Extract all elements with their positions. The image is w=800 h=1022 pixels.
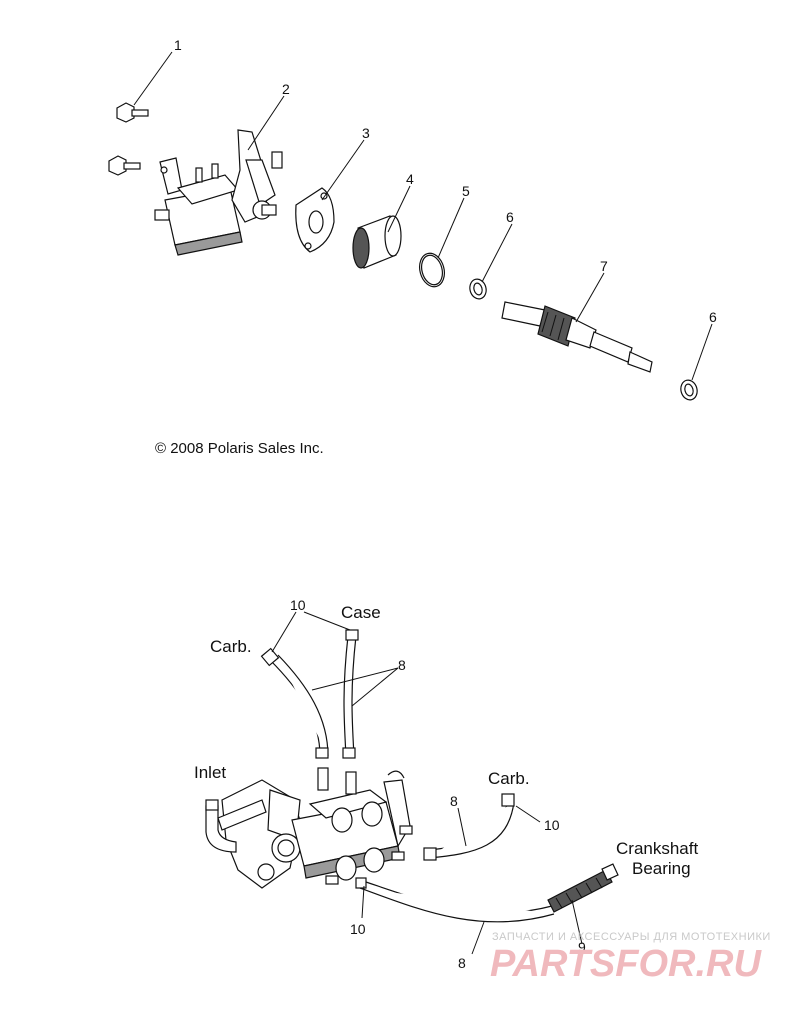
pump-body-bottom	[221, 767, 413, 889]
callout-1: 1	[174, 37, 182, 53]
label-carb-top: Carb.	[210, 637, 252, 656]
callout-10-right: 10	[544, 817, 560, 833]
callout-7: 7	[600, 258, 608, 274]
top-leader-lines	[133, 51, 713, 381]
washer-part-upper	[469, 278, 487, 300]
watermark-tagline: ЗАПЧАСТИ И АКСЕССУАРЫ ДЛЯ МОТОТЕХНИКИ	[492, 931, 771, 943]
filter-part	[352, 215, 402, 269]
label-case: Case	[341, 603, 381, 622]
o-ring-part	[419, 252, 445, 288]
upper-hoses	[260, 629, 359, 759]
watermark-logo: PARTSFOR.RU	[490, 943, 762, 985]
copyright-notice: © 2008 Polaris Sales Inc.	[155, 440, 324, 457]
oil-pump-part	[154, 129, 283, 256]
callout-10-bottom: 10	[350, 921, 366, 937]
callout-6b: 6	[709, 309, 717, 325]
crankshaft-hose	[355, 863, 619, 923]
callout-2: 2	[282, 81, 290, 97]
callout-5: 5	[462, 183, 470, 199]
callout-8-bottom: 8	[458, 955, 466, 971]
label-carb-right: Carb.	[488, 769, 530, 788]
label-bearing: Bearing	[632, 859, 691, 878]
inlet-fitting	[205, 799, 267, 853]
callout-10-top: 10	[290, 597, 306, 613]
callout-9: 9	[578, 939, 586, 955]
gasket-part	[295, 187, 335, 253]
callout-4: 4	[406, 171, 414, 187]
bolt-part	[108, 102, 149, 176]
drive-shaft-part	[501, 301, 653, 373]
callout-8-top: 8	[398, 657, 406, 673]
carb-right-hose	[423, 793, 515, 861]
washer-part-lower	[680, 379, 698, 401]
label-inlet: Inlet	[194, 763, 226, 782]
callout-8-right: 8	[450, 793, 458, 809]
callout-3: 3	[362, 125, 370, 141]
label-crankshaft: Crankshaft	[616, 839, 698, 858]
callout-6: 6	[506, 209, 514, 225]
bottom-leader-lines	[271, 611, 583, 955]
